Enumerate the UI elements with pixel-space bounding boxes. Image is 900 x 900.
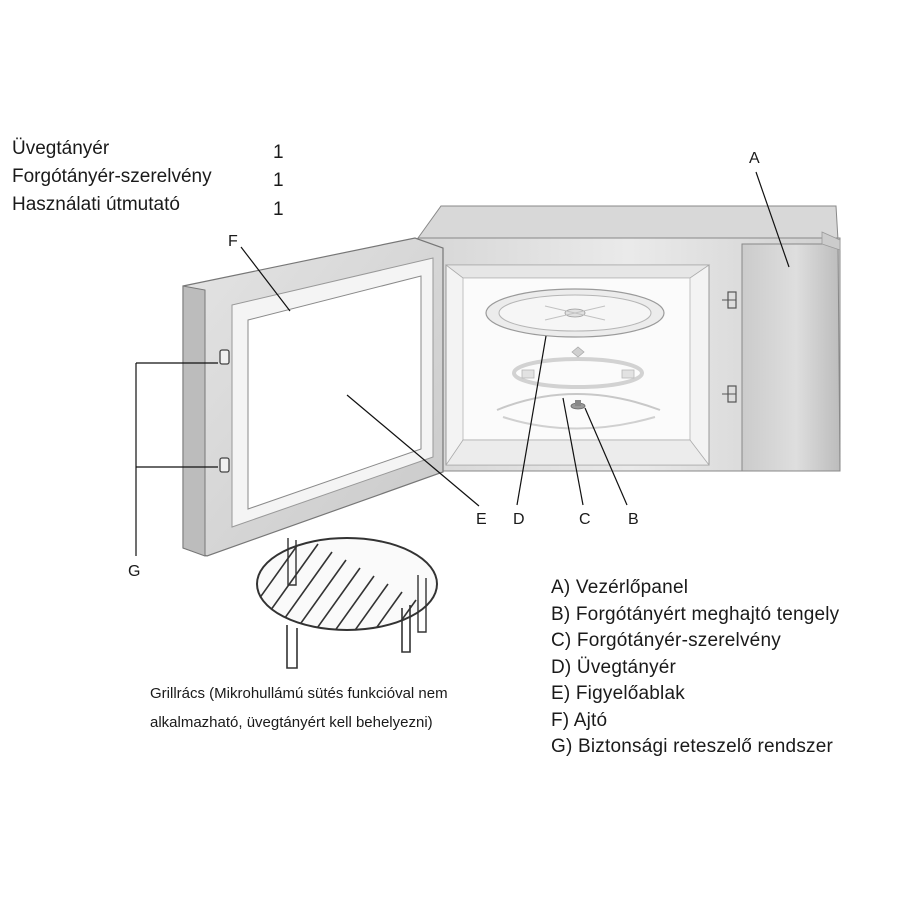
legend-item-a: A) Vezérlőpanel [551,575,839,602]
callout-a: A [749,151,760,167]
legend-item-c: C) Forgótányér-szerelvény [551,628,839,655]
parts-legend: A) Vezérlőpanel B) Forgótányért meghajtó… [551,575,839,761]
callout-g: G [128,564,140,580]
control-panel [742,232,840,471]
legend-item-e: E) Figyelőablak [551,681,839,708]
glass-tray [486,289,664,337]
callout-c: C [579,512,591,528]
callout-e: E [476,512,487,528]
callout-b: B [628,512,639,528]
callout-f: F [228,234,238,250]
legend-item-d: D) Üvegtányér [551,655,839,682]
callout-d: D [513,512,525,528]
legend-item-b: B) Forgótányért meghajtó tengely [551,602,839,629]
grill-rack-caption: Grillrács (Mikrohullámú sütés funkcióval… [150,679,530,737]
door [183,238,443,556]
legend-item-f: F) Ajtó [551,708,839,735]
legend-item-g: G) Biztonsági reteszelő rendszer [551,734,839,761]
